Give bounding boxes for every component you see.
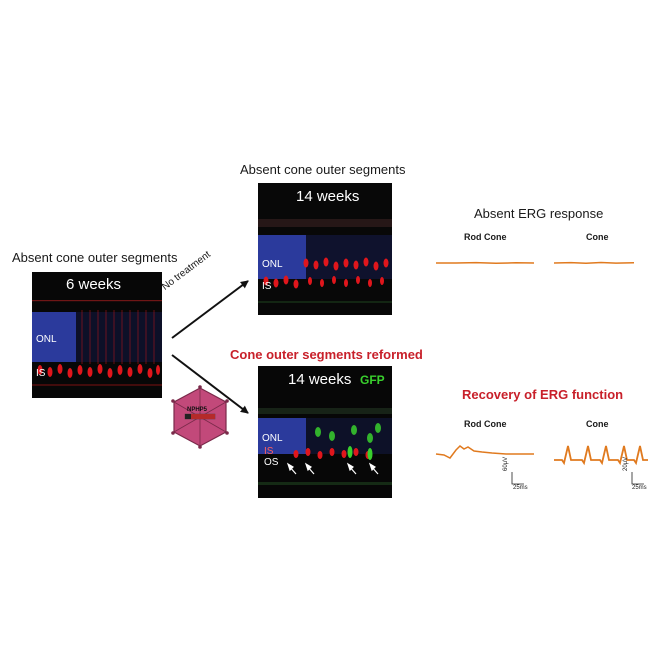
onl-label: ONL [262,433,283,444]
week-label: 14 weeks [288,371,352,388]
micrograph-14-weeks-treated-image [258,366,392,498]
nphp5-vector-icon [171,385,229,449]
onl-label: ONL [262,259,283,270]
erg-top-rod-cone-trace [436,261,535,264]
os-label: OS [264,457,279,468]
left-heading: Absent cone outer segments [12,250,178,265]
erg-scale-1-voltage: 60μV [503,456,509,471]
erg-bottom-heading: Recovery of ERG function [462,387,624,402]
nphp5-label: NPHP5 [187,407,208,413]
erg-scale-2-time: 25ms [632,485,647,491]
is-label: IS [264,446,274,457]
gfp-label: GFP [360,373,385,387]
is-label: IS [36,368,46,379]
is-label: IS [262,281,272,292]
erg-bottom-cone-label: Cone [586,419,609,429]
micrograph-6-weeks-image [32,272,162,398]
micrograph-14-weeks-untreated-image [258,183,392,315]
erg-top-cone-label: Cone [586,232,609,242]
bottom-panel-heading: Cone outer segments reformed [230,347,423,362]
erg-scale-2-voltage: 20μV [623,456,629,471]
erg-bottom-cone-trace [554,445,648,466]
micrograph-14-weeks-treated: 14 weeks GFP ONL IS OS [258,366,392,498]
erg-top-traces [436,261,635,264]
erg-scale-1-time: 25ms [513,485,528,491]
micrograph-6-weeks: 6 weeks ONL IS [32,272,162,398]
top-panel-heading: Absent cone outer segments [240,162,406,177]
micrograph-14-weeks-untreated: 14 weeks ONL IS [258,183,392,315]
week-label: 14 weeks [296,188,360,205]
erg-bottom-rod-cone-label: Rod Cone [464,419,507,429]
erg-scale-bar-1 [511,472,524,485]
erg-bottom-traces [435,445,648,485]
onl-label: ONL [36,334,57,345]
erg-bottom-rod-cone-trace [435,445,534,459]
arrow-treatment [171,354,249,414]
week-label: 6 weeks [66,276,122,293]
erg-top-heading: Absent ERG response [474,206,604,221]
arrow-no-treatment [171,280,249,339]
erg-top-cone-trace [553,261,635,264]
erg-scale-bar-2 [631,472,644,485]
erg-top-rod-cone-label: Rod Cone [464,232,507,242]
